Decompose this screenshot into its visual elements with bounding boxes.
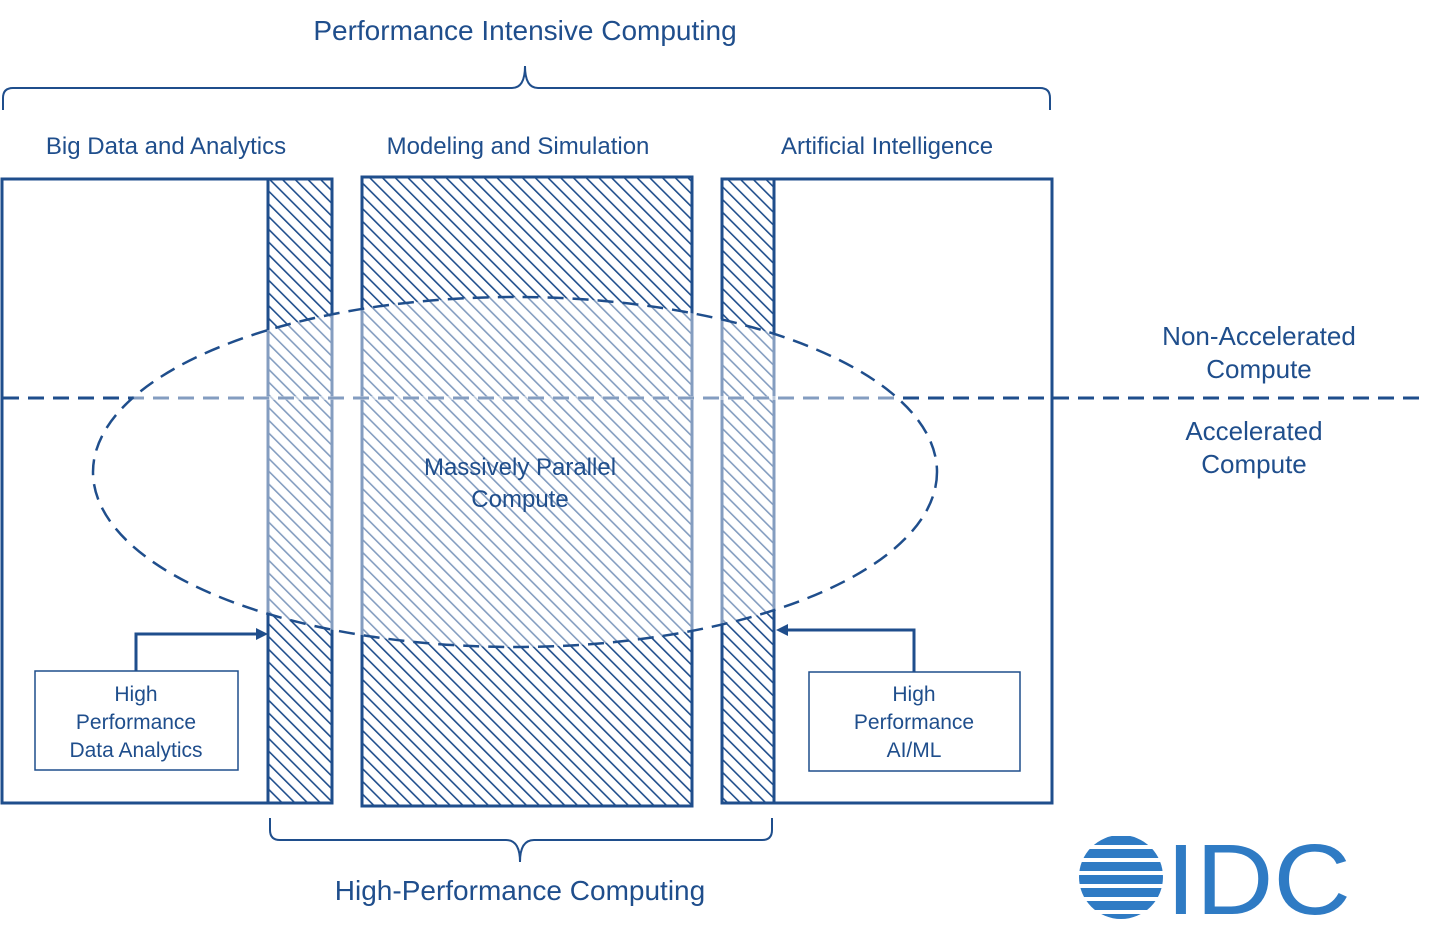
top-brace (2, 65, 1051, 110)
modeling-strip (360, 175, 694, 808)
center-label-line1: Massively Parallel (424, 454, 616, 481)
hpai-label-line3: AI/ML (887, 739, 942, 762)
accelerated-label-line2: Compute (1201, 449, 1307, 479)
bottom-label: High-Performance Computing (335, 875, 705, 906)
hpda-strip (266, 177, 334, 805)
hpda-label-line1: High (114, 683, 157, 706)
hpai-arrow-line (786, 628, 916, 672)
non-accelerated-label-line1: Non-Accelerated (1162, 321, 1356, 351)
column-heading-modeling: Modeling and Simulation (387, 133, 650, 160)
hpai-arrow-head (776, 624, 788, 636)
hpai-label-line1: High (892, 683, 935, 706)
hpai-label-line2: Performance (854, 711, 974, 734)
column-heading-ai: Artificial Intelligence (781, 133, 993, 160)
idc-logo-text: IDC (1166, 824, 1351, 928)
ellipse-overlay (93, 297, 937, 647)
hpda-label-box (34, 670, 239, 771)
globe-icon (1079, 836, 1163, 919)
idc-logo: IDC (1079, 824, 1351, 928)
hpai-strip (720, 177, 776, 805)
hpda-label-line3: Data Analytics (69, 739, 202, 762)
hpda-arrow-head (256, 628, 268, 640)
accelerated-label-line1: Accelerated (1185, 416, 1322, 446)
hpda-arrow-line (134, 632, 258, 671)
non-accelerated-label-line2: Compute (1206, 354, 1312, 384)
bottom-brace (269, 818, 773, 863)
massively-parallel-ellipse (91, 295, 939, 649)
column-heading-big-data: Big Data and Analytics (46, 133, 286, 160)
top-label: Performance Intensive Computing (313, 15, 736, 46)
hpai-label-box (808, 671, 1021, 772)
hpda-label-line2: Performance (76, 711, 196, 734)
center-label-line2: Compute (471, 486, 568, 513)
